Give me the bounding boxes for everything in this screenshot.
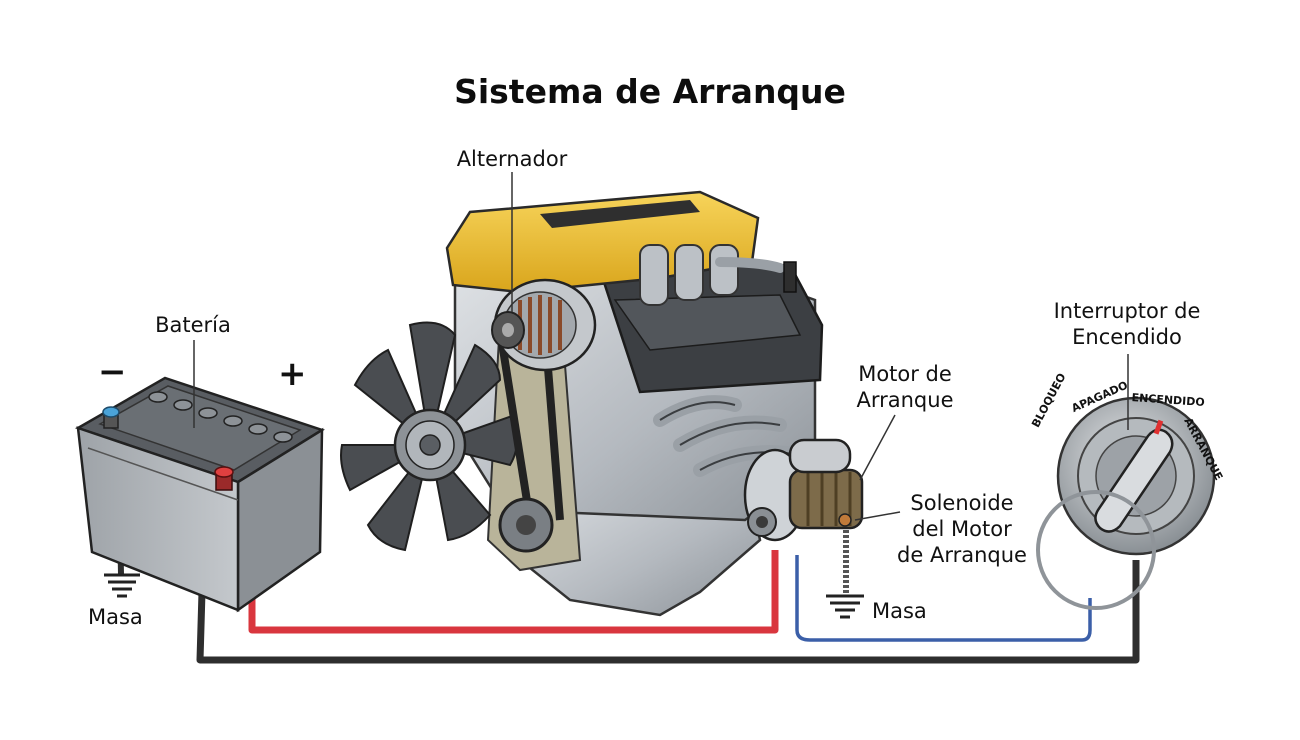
ignition-switch-label-line-2: Encendido <box>1072 325 1182 349</box>
engine <box>445 190 824 617</box>
ignition-key[interactable] <box>1094 428 1174 533</box>
starter-motor-label-line-1: Motor de <box>858 362 952 386</box>
signal-cable <box>795 555 1092 642</box>
battery-positive-terminal <box>214 466 234 491</box>
solenoid-label-line-2: del Motor <box>912 517 1012 541</box>
diagram-title: Sistema de Arranque <box>454 72 846 111</box>
battery-negative-terminal <box>102 406 120 429</box>
ignition-switch-label: Interruptor de Encendido <box>1054 298 1201 350</box>
negative-sign: − <box>98 352 127 392</box>
ignition-switch-label-line-1: Interruptor de <box>1053 299 1201 323</box>
solenoid-label-line-1: Solenoide <box>910 491 1014 515</box>
alternator <box>491 278 597 372</box>
solenoid-label: Solenoide del Motor de Arranque <box>897 490 1027 568</box>
ground-label-left: Masa <box>88 605 143 629</box>
alternator-label: Alternador <box>456 147 568 171</box>
battery <box>74 376 325 613</box>
starter-solenoid <box>788 438 852 527</box>
starter-motor-label-line-2: Arranque <box>856 388 954 412</box>
cooling-fan <box>340 321 519 552</box>
battery-label: Batería <box>155 313 231 337</box>
start-position-marker <box>1153 419 1164 435</box>
positive-sign: + <box>278 354 307 394</box>
ground-symbol-right <box>826 594 864 619</box>
ground-label-right: Masa <box>872 599 927 623</box>
ignition-switch <box>1036 396 1216 610</box>
starter-motor-label: Motor de Arranque <box>856 361 953 413</box>
solenoid-label-line-3: de Arranque <box>897 543 1027 567</box>
ground-symbol-left <box>104 573 140 598</box>
starter-motor <box>743 448 864 542</box>
leader-lines <box>193 172 1129 521</box>
key-ring <box>1036 490 1156 610</box>
